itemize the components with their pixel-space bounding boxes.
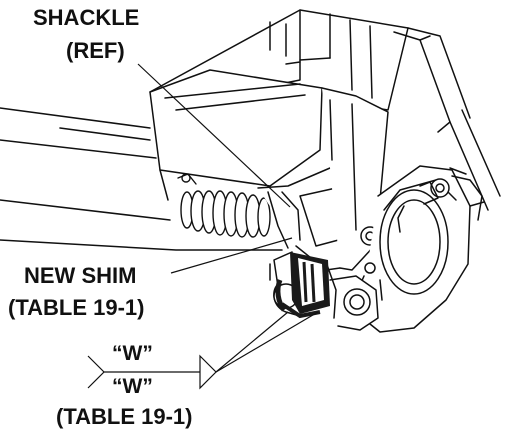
weld-symbol-tail: [87, 355, 105, 389]
lower-pivot: [325, 261, 379, 331]
gear-housing: [357, 165, 485, 333]
weld-symbol-arrow: [199, 354, 217, 390]
leader-lines: [87, 63, 319, 390]
rod-left: [0, 107, 283, 251]
shackle-leader: [137, 63, 291, 208]
shackle-ref-label: (REF): [66, 38, 125, 63]
weld-leader-1: [215, 311, 289, 373]
new-shim-table-label: (TABLE 19-1): [8, 295, 145, 320]
weld-top-label: “W”: [112, 342, 153, 365]
weld-bottom-label: “W”: [112, 375, 153, 398]
shim-leader: [170, 237, 293, 274]
new-shim: [275, 252, 330, 319]
new-shim-label: NEW SHIM: [24, 263, 137, 288]
weld-table-label: (TABLE 19-1): [56, 404, 193, 429]
spring: [177, 173, 271, 238]
main-plate: [149, 69, 323, 201]
weld-leader-2: [215, 311, 319, 373]
shackle-label: SHACKLE: [33, 5, 140, 30]
